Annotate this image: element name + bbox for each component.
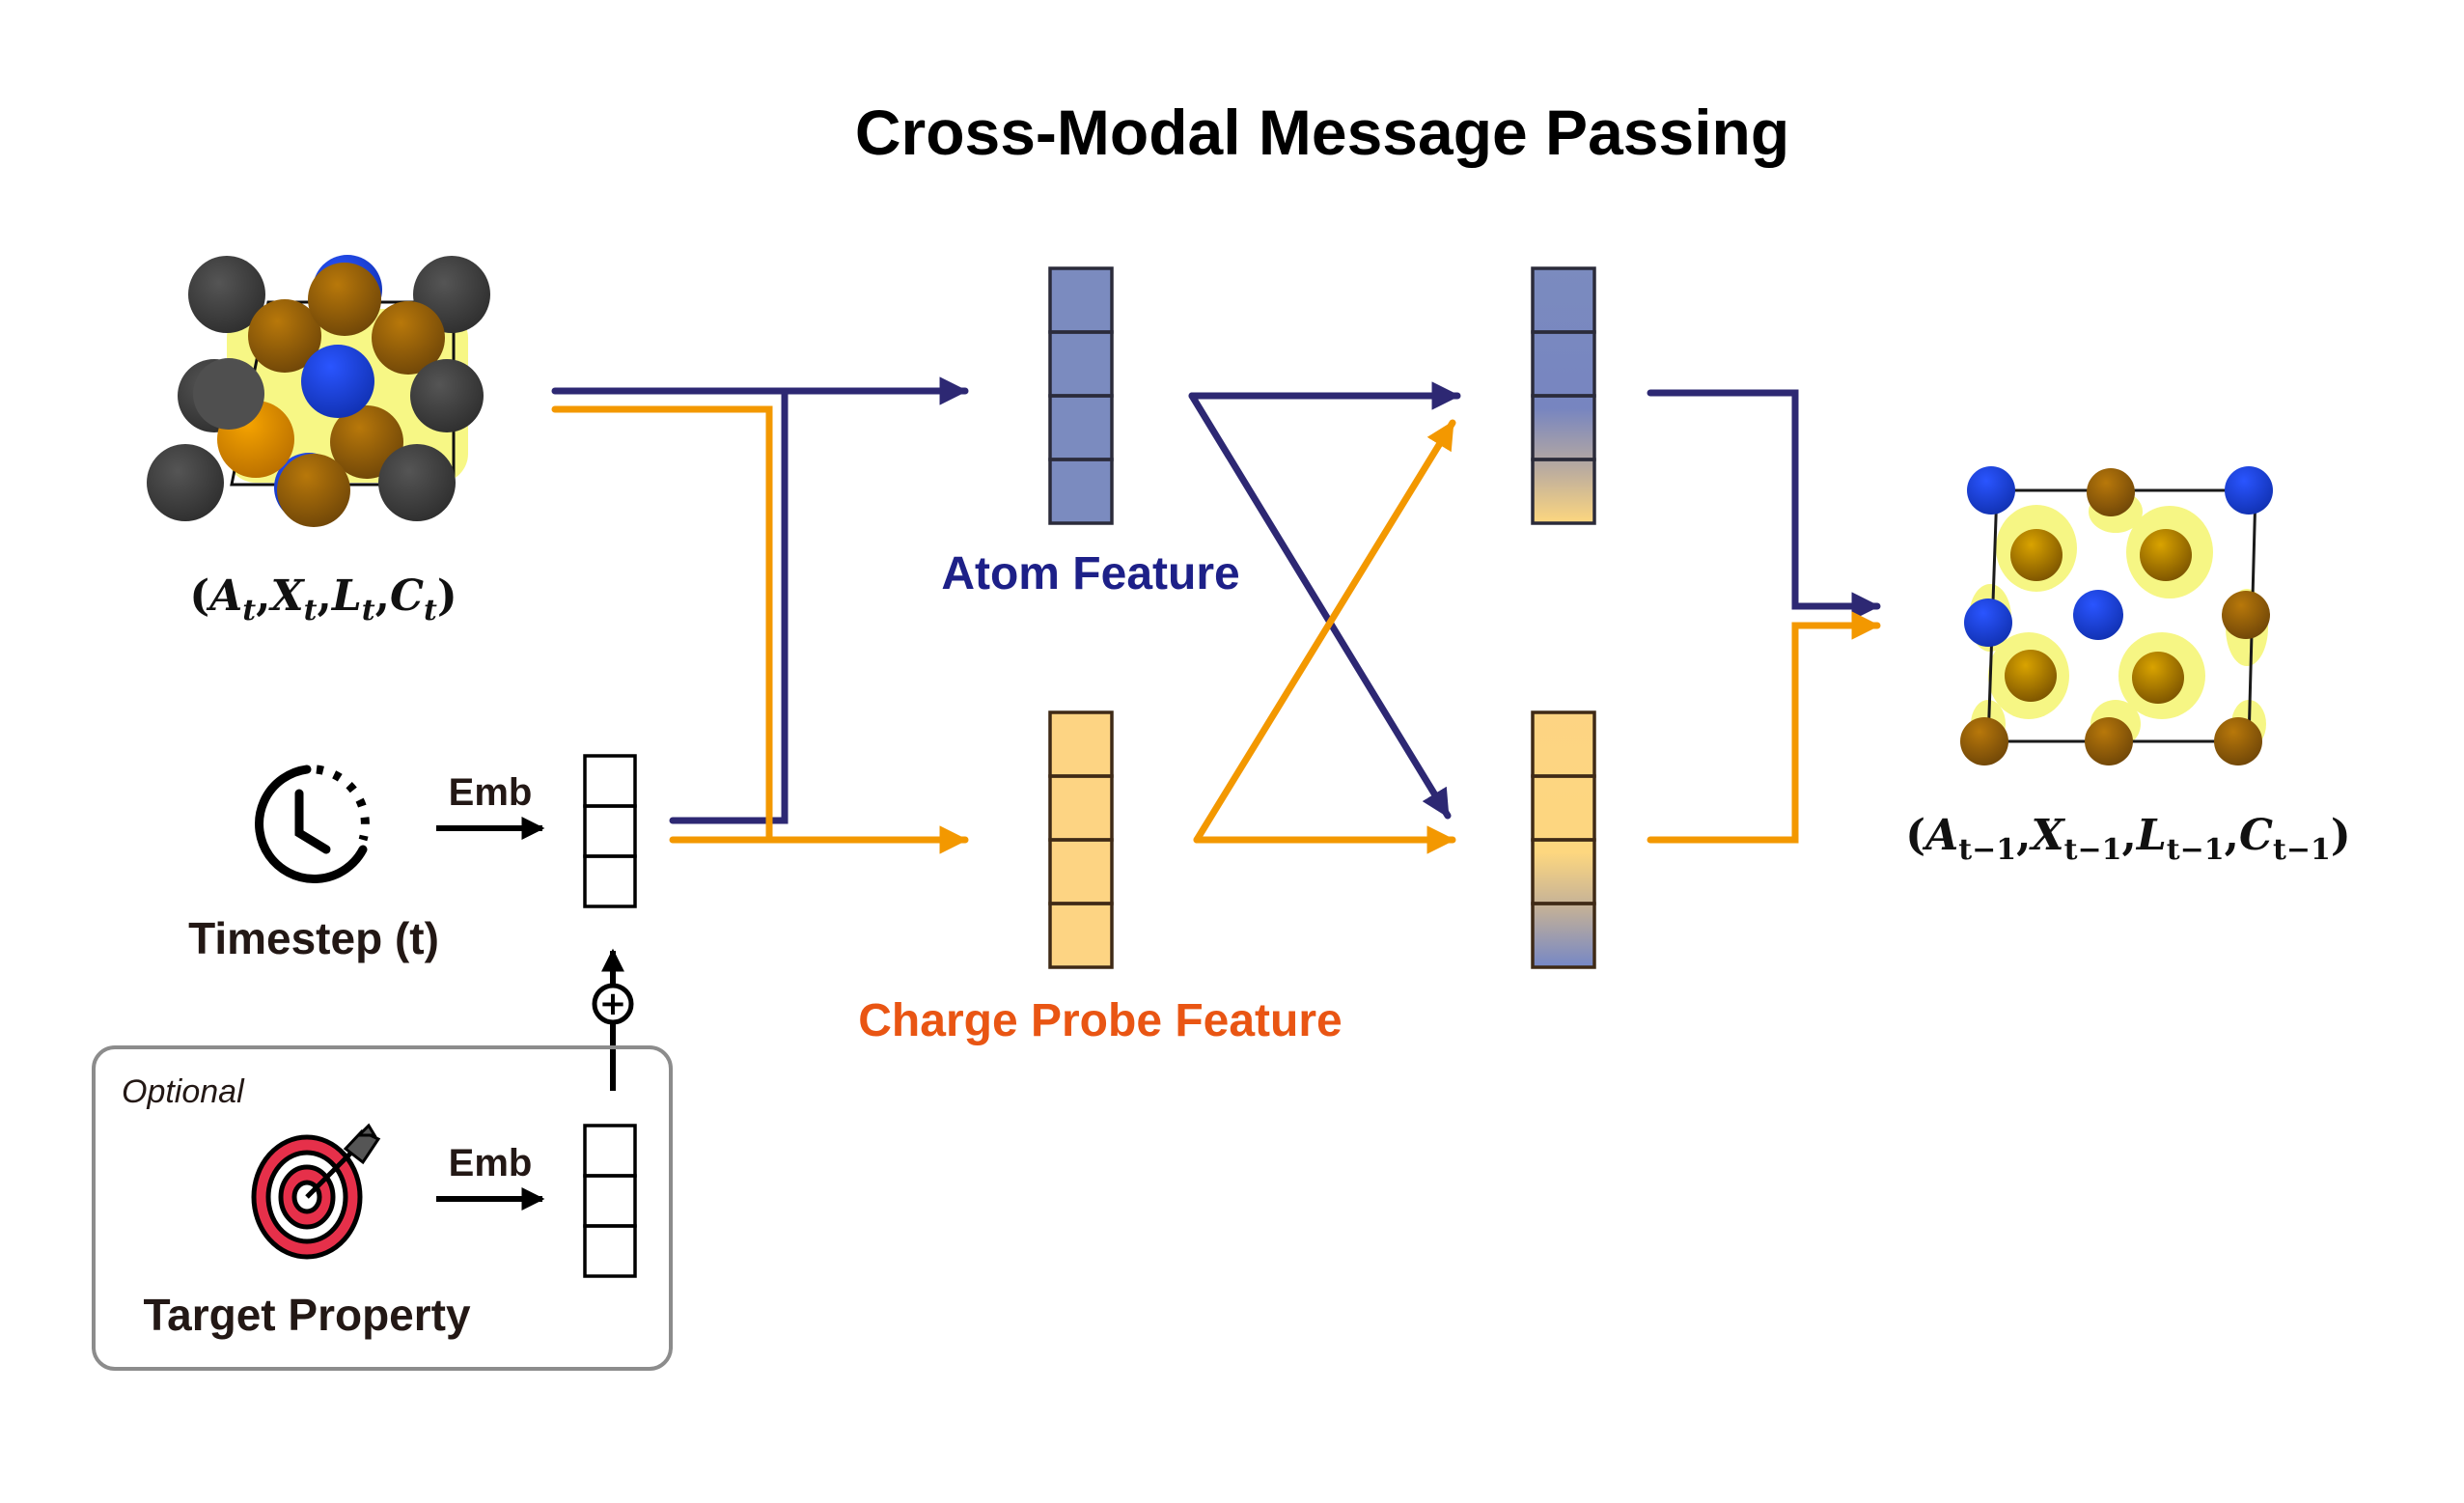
atom-feature-vector [1048, 266, 1114, 525]
updated-atom-cell [1531, 458, 1596, 525]
timestep-emb-cell [583, 854, 637, 908]
timestep-to-atom-line [669, 387, 789, 824]
atom-gray [410, 359, 484, 432]
atom-brown [248, 299, 321, 373]
input-state-label: (At,Xt,Lt,Ct) [189, 571, 457, 627]
atom-gray [188, 256, 265, 333]
atom-blue [1967, 466, 2015, 515]
target-embedding-vector [583, 1124, 637, 1278]
atom-blue [2225, 466, 2273, 515]
atom-gold [2010, 529, 2063, 581]
timestep-emb-label: Emb [449, 771, 533, 814]
add-symbol: + [599, 985, 627, 1023]
atom-brown [330, 405, 403, 479]
charge-output-arrow [1647, 611, 1881, 844]
target-icon [251, 1123, 381, 1260]
atom-brown [2087, 468, 2135, 516]
atom-brown [2222, 591, 2270, 639]
atom-blue [1964, 598, 2012, 647]
diagram-title: Cross-Modal Message Passing [855, 97, 1789, 168]
atom-gold [2132, 652, 2184, 704]
target-emb-cell-fill [585, 1126, 635, 1276]
charge-feature-cell [1048, 902, 1114, 969]
charge-probe-feature-label: Charge Probe Feature [858, 995, 1342, 1046]
target-emb-label: Emb [449, 1142, 533, 1184]
timestep-label: Timestep (t) [188, 913, 439, 963]
atom-gray [193, 358, 264, 430]
optional-condition-box [92, 1045, 673, 1371]
atom-brown [2214, 717, 2262, 765]
atom-brown [372, 301, 445, 375]
atom-gold [2005, 650, 2057, 702]
add-operator-icon [592, 983, 634, 1025]
clock-icon [255, 765, 370, 883]
atom-brown [1960, 717, 2008, 765]
updated-atom-feature-vector [1531, 266, 1596, 525]
atom-blue [2073, 590, 2123, 640]
atom-gray [147, 444, 224, 521]
atom-brown [308, 263, 381, 336]
output-crystal-structure [1960, 466, 2273, 765]
updated-charge-feature-vector [1531, 710, 1596, 969]
atom-brown [2085, 717, 2133, 765]
charge-feature-vector [1048, 710, 1114, 969]
charge-to-atom-arrow [1193, 419, 1456, 844]
input-crystal-structure [147, 255, 490, 527]
atom-output-arrow [1647, 389, 1881, 621]
atom-feature-label: Atom Feature [941, 548, 1239, 599]
atom-brown [277, 454, 350, 527]
atom-to-charge-arrow [1188, 392, 1452, 820]
target-emb-cell [583, 1224, 637, 1278]
charge-input-line [551, 405, 773, 844]
output-state-label: (At−1,Xt−1,Lt−1,Ct−1) [1905, 811, 2350, 867]
timestep-emb-cell-fill [585, 756, 635, 906]
target-property-label: Target Property [143, 1290, 471, 1340]
atom-feature-cell [1048, 458, 1114, 525]
atom-gold [2140, 529, 2192, 581]
atom-blue [301, 345, 374, 418]
updated-charge-cell [1531, 902, 1596, 969]
timestep-embedding-vector [583, 754, 637, 908]
atom-gray [378, 444, 456, 521]
optional-label: Optional [122, 1073, 245, 1110]
